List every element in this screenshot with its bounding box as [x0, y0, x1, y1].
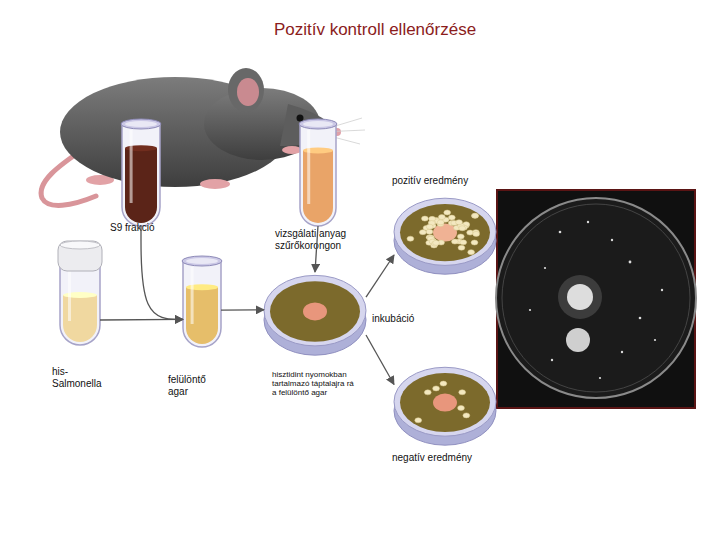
tube-outline [300, 118, 336, 226]
node-label: negatív eredmény [392, 452, 502, 464]
bacterial-colony [458, 405, 465, 410]
bacterial-colony [407, 236, 414, 241]
photo-dish [496, 198, 696, 398]
tube-opening [125, 121, 157, 127]
bacterial-colony [424, 390, 431, 395]
filter-disc [433, 224, 457, 242]
photo-halo [558, 275, 602, 319]
flow-arrow [366, 255, 394, 297]
bacterial-colony [463, 413, 470, 418]
tube-outline [60, 245, 100, 345]
bacterial-colony [473, 231, 480, 236]
petri-dish: negatív eredmény [394, 364, 496, 446]
node-label: pozitív eredmény [392, 175, 502, 187]
filter-disc [303, 302, 327, 320]
bacterial-colony [421, 216, 428, 221]
photo-frame [497, 190, 695, 408]
test-tube: S9 frakció [122, 118, 160, 226]
tube-glass [183, 261, 221, 347]
test-tube: felülöntő agar [183, 255, 221, 347]
bacterial-colony [419, 230, 426, 235]
bacterial-colony [472, 213, 479, 218]
tube-rim [121, 119, 161, 129]
bacterial-colony [452, 239, 459, 244]
tube-rim [299, 119, 337, 129]
flow-arrow [100, 319, 183, 321]
dish-rim [264, 275, 366, 346]
dish-rim [394, 198, 496, 265]
photo-dish-rim [502, 204, 690, 392]
rat-foot [200, 179, 230, 189]
petri-dish: pozitív eredmény [394, 195, 496, 275]
cap-top [60, 241, 100, 249]
bacterial-colony [458, 245, 465, 250]
tube-outline [183, 255, 221, 347]
bacterial-colony [460, 240, 467, 245]
tube-opening [186, 258, 218, 264]
bacterial-colony [459, 226, 466, 231]
filter-disc [433, 394, 457, 412]
node-label: his- Salmonella [52, 366, 107, 389]
glass-highlight [307, 130, 310, 204]
bacterial-colony [471, 240, 478, 245]
bacterial-colony [415, 418, 422, 423]
rat-eye [297, 115, 304, 122]
photo-disc [566, 328, 590, 352]
rat-foot [282, 146, 302, 154]
bacterial-colony [448, 215, 455, 220]
petri-dish: hisztidint nyomokban tartalmazó táptalaj… [264, 272, 366, 356]
bacterial-colony [426, 229, 433, 234]
dish-outline [394, 195, 496, 275]
photo-colonies [529, 221, 663, 379]
tube-rim [182, 256, 222, 266]
bacterial-colony [459, 390, 466, 395]
node-label: felülöntő agar [168, 374, 220, 397]
flow-arrow [141, 226, 183, 319]
photo-disc [567, 284, 593, 310]
tube-glass [122, 124, 160, 226]
flow-arrow [366, 335, 394, 385]
rat-ear-inner [237, 78, 259, 106]
bacterial-colony [438, 215, 445, 220]
agar-surface [270, 281, 360, 342]
bacterial-colony [426, 224, 433, 229]
dish-outline [264, 272, 366, 356]
diagram-title: Pozitív kontroll ellenőrzése [200, 20, 550, 40]
tube-glass [300, 124, 336, 226]
flow-arrow [221, 309, 264, 311]
dish-rim [394, 367, 496, 436]
node-label: S9 frakció [110, 222, 200, 234]
bacterial-colony [433, 240, 440, 245]
glass-highlight [191, 267, 194, 324]
tube-cap [58, 241, 102, 271]
bacterial-colony [468, 250, 475, 255]
test-tube: his- Salmonella [60, 245, 100, 345]
bacterial-colony [444, 210, 451, 215]
step-label: inkubáció [372, 313, 414, 325]
bacterial-colony [440, 381, 447, 386]
agar-surface [400, 204, 490, 261]
glass-highlight [130, 130, 133, 203]
bacterial-colony [456, 220, 463, 225]
rat-ear [228, 68, 264, 112]
dish-outline [394, 364, 496, 446]
plate-photograph [496, 190, 696, 408]
bacterial-colony [457, 234, 464, 239]
tube-outline [122, 118, 160, 226]
test-tube: vizsgálati anyag szűrőkorongon [300, 118, 336, 226]
bacterial-colony [471, 213, 478, 218]
node-label: hisztidint nyomokban tartalmazó táptalaj… [272, 370, 360, 398]
agar-surface [400, 373, 490, 432]
bacterial-colony [437, 220, 444, 225]
tube-opening [303, 121, 333, 127]
node-label: vizsgálati anyag szűrőkorongon [275, 228, 357, 251]
bacterial-colony [433, 386, 440, 391]
